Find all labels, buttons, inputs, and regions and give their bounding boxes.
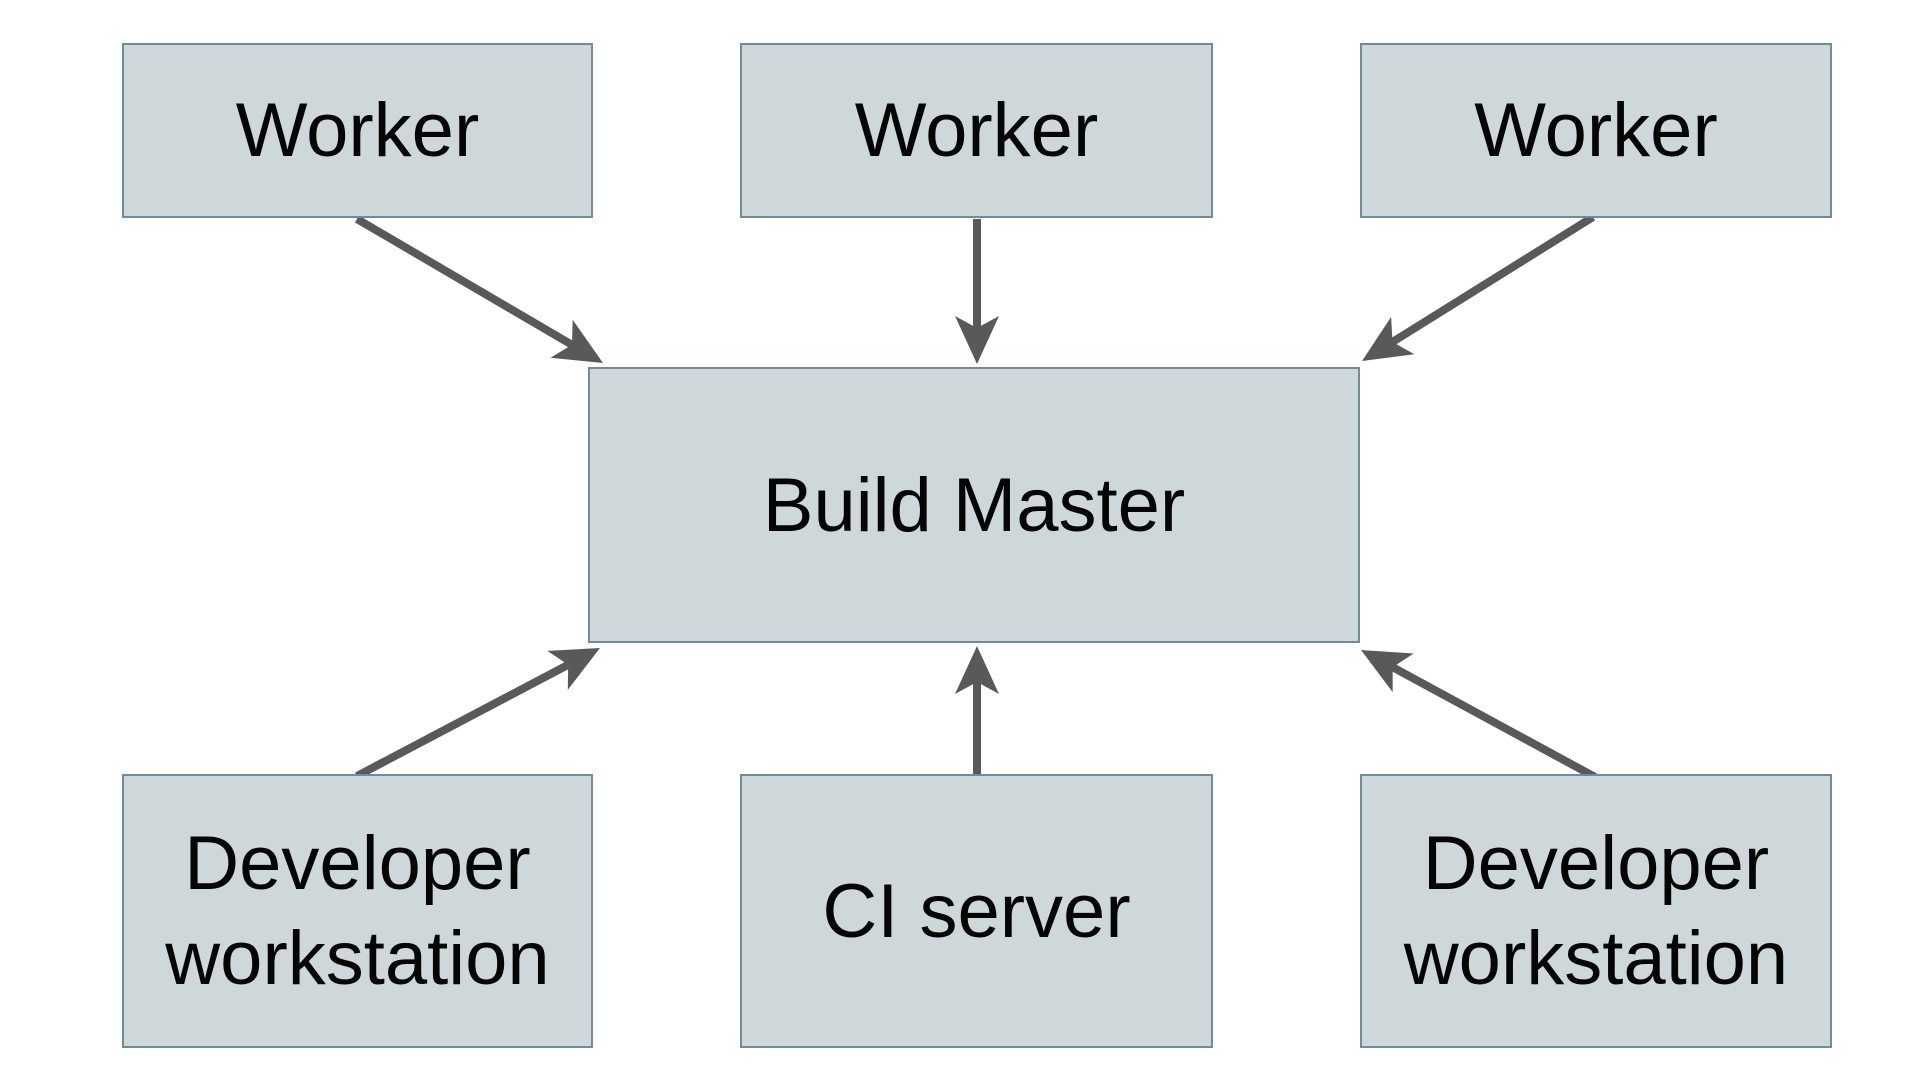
node-label-ci-server: CI server: [822, 868, 1131, 954]
edge-worker-3-to-build-master: [1361, 213, 1596, 362]
node-worker-2: Worker: [740, 43, 1213, 218]
node-label-developer-workstation-1: Developer workstation: [165, 821, 550, 1001]
node-build-master: Build Master: [588, 367, 1360, 643]
node-developer-workstation-1: Developer workstation: [122, 774, 593, 1048]
node-worker-1: Worker: [122, 43, 593, 218]
node-label-build-master: Build Master: [762, 462, 1186, 548]
node-ci-server: CI server: [740, 774, 1213, 1048]
node-label-worker-2: Worker: [854, 88, 1099, 173]
node-label-worker-1: Worker: [235, 88, 480, 173]
edge-developer-workstation-2-to-build-master: [1361, 649, 1597, 781]
edge-worker-1-to-build-master: [354, 215, 603, 363]
edge-developer-workstation-1-to-build-master: [355, 647, 600, 780]
node-developer-workstation-2: Developer workstation: [1360, 774, 1832, 1048]
node-worker-3: Worker: [1360, 43, 1832, 218]
node-label-developer-workstation-2: Developer workstation: [1403, 821, 1789, 1001]
node-label-worker-3: Worker: [1474, 88, 1718, 173]
